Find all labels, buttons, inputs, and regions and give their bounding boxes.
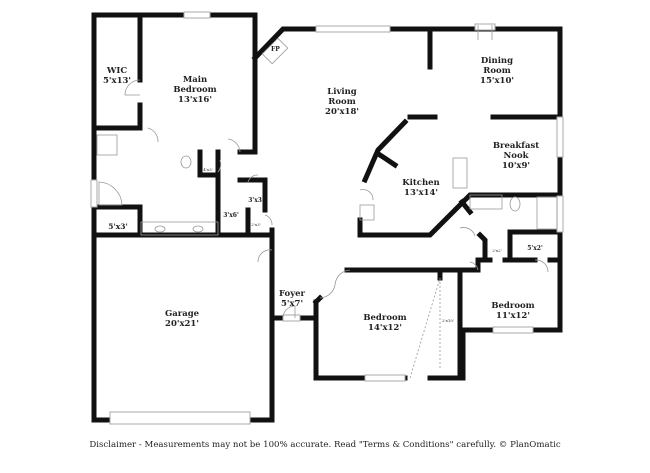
room-name-line2: Room [328, 97, 356, 107]
walls [91, 12, 563, 423]
space-label-5x3: 5'x3' [108, 222, 128, 231]
room-name-line1: Breakfast [492, 141, 540, 151]
room-dimensions: 5'x13' [102, 76, 132, 86]
doors [124, 25, 549, 319]
space-label-3x3: 3'x3' [248, 197, 264, 204]
room-name-line2: Bedroom [173, 85, 217, 95]
room-dimensions: 14'x12' [368, 323, 402, 333]
room-dimensions: 15'x10' [480, 76, 514, 86]
room-dimensions: 10'x9' [501, 161, 530, 171]
fixtures [96, 37, 558, 379]
room-name: WIC [106, 66, 128, 76]
room-label-bedroom-2: Bedroom 14'x12' [363, 313, 406, 333]
room-dimensions: 5'x7' [280, 299, 304, 309]
room-name: Bedroom [491, 301, 535, 311]
fireplace-label: FP [271, 46, 280, 53]
room-label-foyer: Foyer 5'x7' [279, 289, 305, 309]
room-dimensions: 13'x16' [178, 95, 212, 105]
room-label-bedroom-3: Bedroom 11'x12' [491, 301, 534, 321]
room-name: Foyer [278, 289, 306, 299]
space-label-bedroom-closet: 2'x10' [441, 318, 455, 323]
room-name: Garage [164, 309, 200, 319]
space-label-5x2: 5'x2' [527, 245, 543, 252]
room-label-wic: WIC 5'x13' [103, 66, 131, 86]
room-label-garage: Garage 20'x21' [165, 309, 199, 329]
room-label-dining-room: Dining Room 15'x10' [480, 56, 514, 86]
room-name-line2: Room [483, 66, 511, 76]
room-dimensions: 20'x18' [325, 107, 359, 117]
room-name: Bedroom [363, 313, 407, 323]
room-name-line2: Nook [503, 151, 529, 161]
room-name-line1: Main [182, 75, 208, 85]
room-dimensions: 11'x12' [496, 311, 530, 321]
windows [90, 11, 564, 425]
room-label-breakfast-nook: Breakfast Nook 10'x9' [493, 141, 539, 171]
space-label-2x3: 2'x3' [251, 222, 261, 227]
room-dimensions: 13'x14' [404, 188, 438, 198]
space-label-hall-closet: 2'x2' [492, 248, 502, 253]
room-dimensions: 20'x21' [165, 319, 199, 329]
room-label-living-room: Living Room 20'x18' [325, 87, 359, 117]
room-label-kitchen: Kitchen 13'x14' [402, 178, 440, 198]
room-name: Kitchen [402, 178, 440, 188]
space-label-3x6: 3'x6' [223, 212, 239, 219]
room-label-main-bedroom: Main Bedroom 13'x16' [173, 75, 216, 105]
disclaimer-text: Disclaimer - Measurements may not be 100… [89, 440, 561, 450]
room-name-line1: Dining [480, 56, 514, 66]
room-name-line1: Living [327, 87, 357, 97]
space-label-4x3: 4'x3' [203, 167, 213, 172]
